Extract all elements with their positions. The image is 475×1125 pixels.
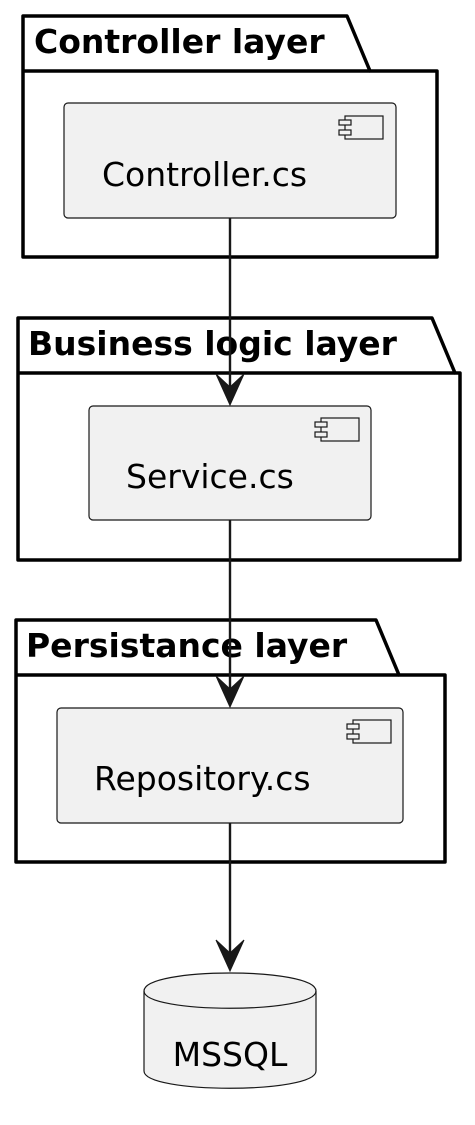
arrowhead xyxy=(215,939,245,973)
component-service[interactable]: Service.cs xyxy=(88,405,372,521)
package-title: Controller layer xyxy=(34,22,325,61)
database-cylinder-rim xyxy=(143,990,317,1009)
component-repository[interactable]: Repository.cs xyxy=(56,707,404,824)
component-icon xyxy=(346,719,392,744)
component-label: Service.cs xyxy=(126,457,294,496)
database-label: MSSQL xyxy=(173,1035,288,1074)
package-persistance-layer: Persistance layer Repository.cs xyxy=(14,618,447,864)
connector-repository-to-database xyxy=(215,823,245,973)
arrowhead xyxy=(215,675,245,709)
database-cylinder xyxy=(143,972,317,1089)
package-title: Persistance layer xyxy=(26,626,348,665)
component-label: Repository.cs xyxy=(94,759,311,798)
component-icon xyxy=(338,115,384,140)
component-label: Controller.cs xyxy=(102,155,307,194)
component-controller[interactable]: Controller.cs xyxy=(63,102,397,219)
package-title: Business logic layer xyxy=(28,324,398,363)
component-icon xyxy=(314,417,360,442)
database-mssql[interactable]: MSSQL xyxy=(143,972,317,1089)
arrowhead xyxy=(215,373,245,407)
connector-service-to-repository xyxy=(215,520,245,709)
connector-controller-to-service xyxy=(215,218,245,407)
package-controller-layer: Controller layer Controller.cs xyxy=(21,14,439,259)
package-business-logic-layer: Business logic layer Service.cs xyxy=(16,316,462,562)
